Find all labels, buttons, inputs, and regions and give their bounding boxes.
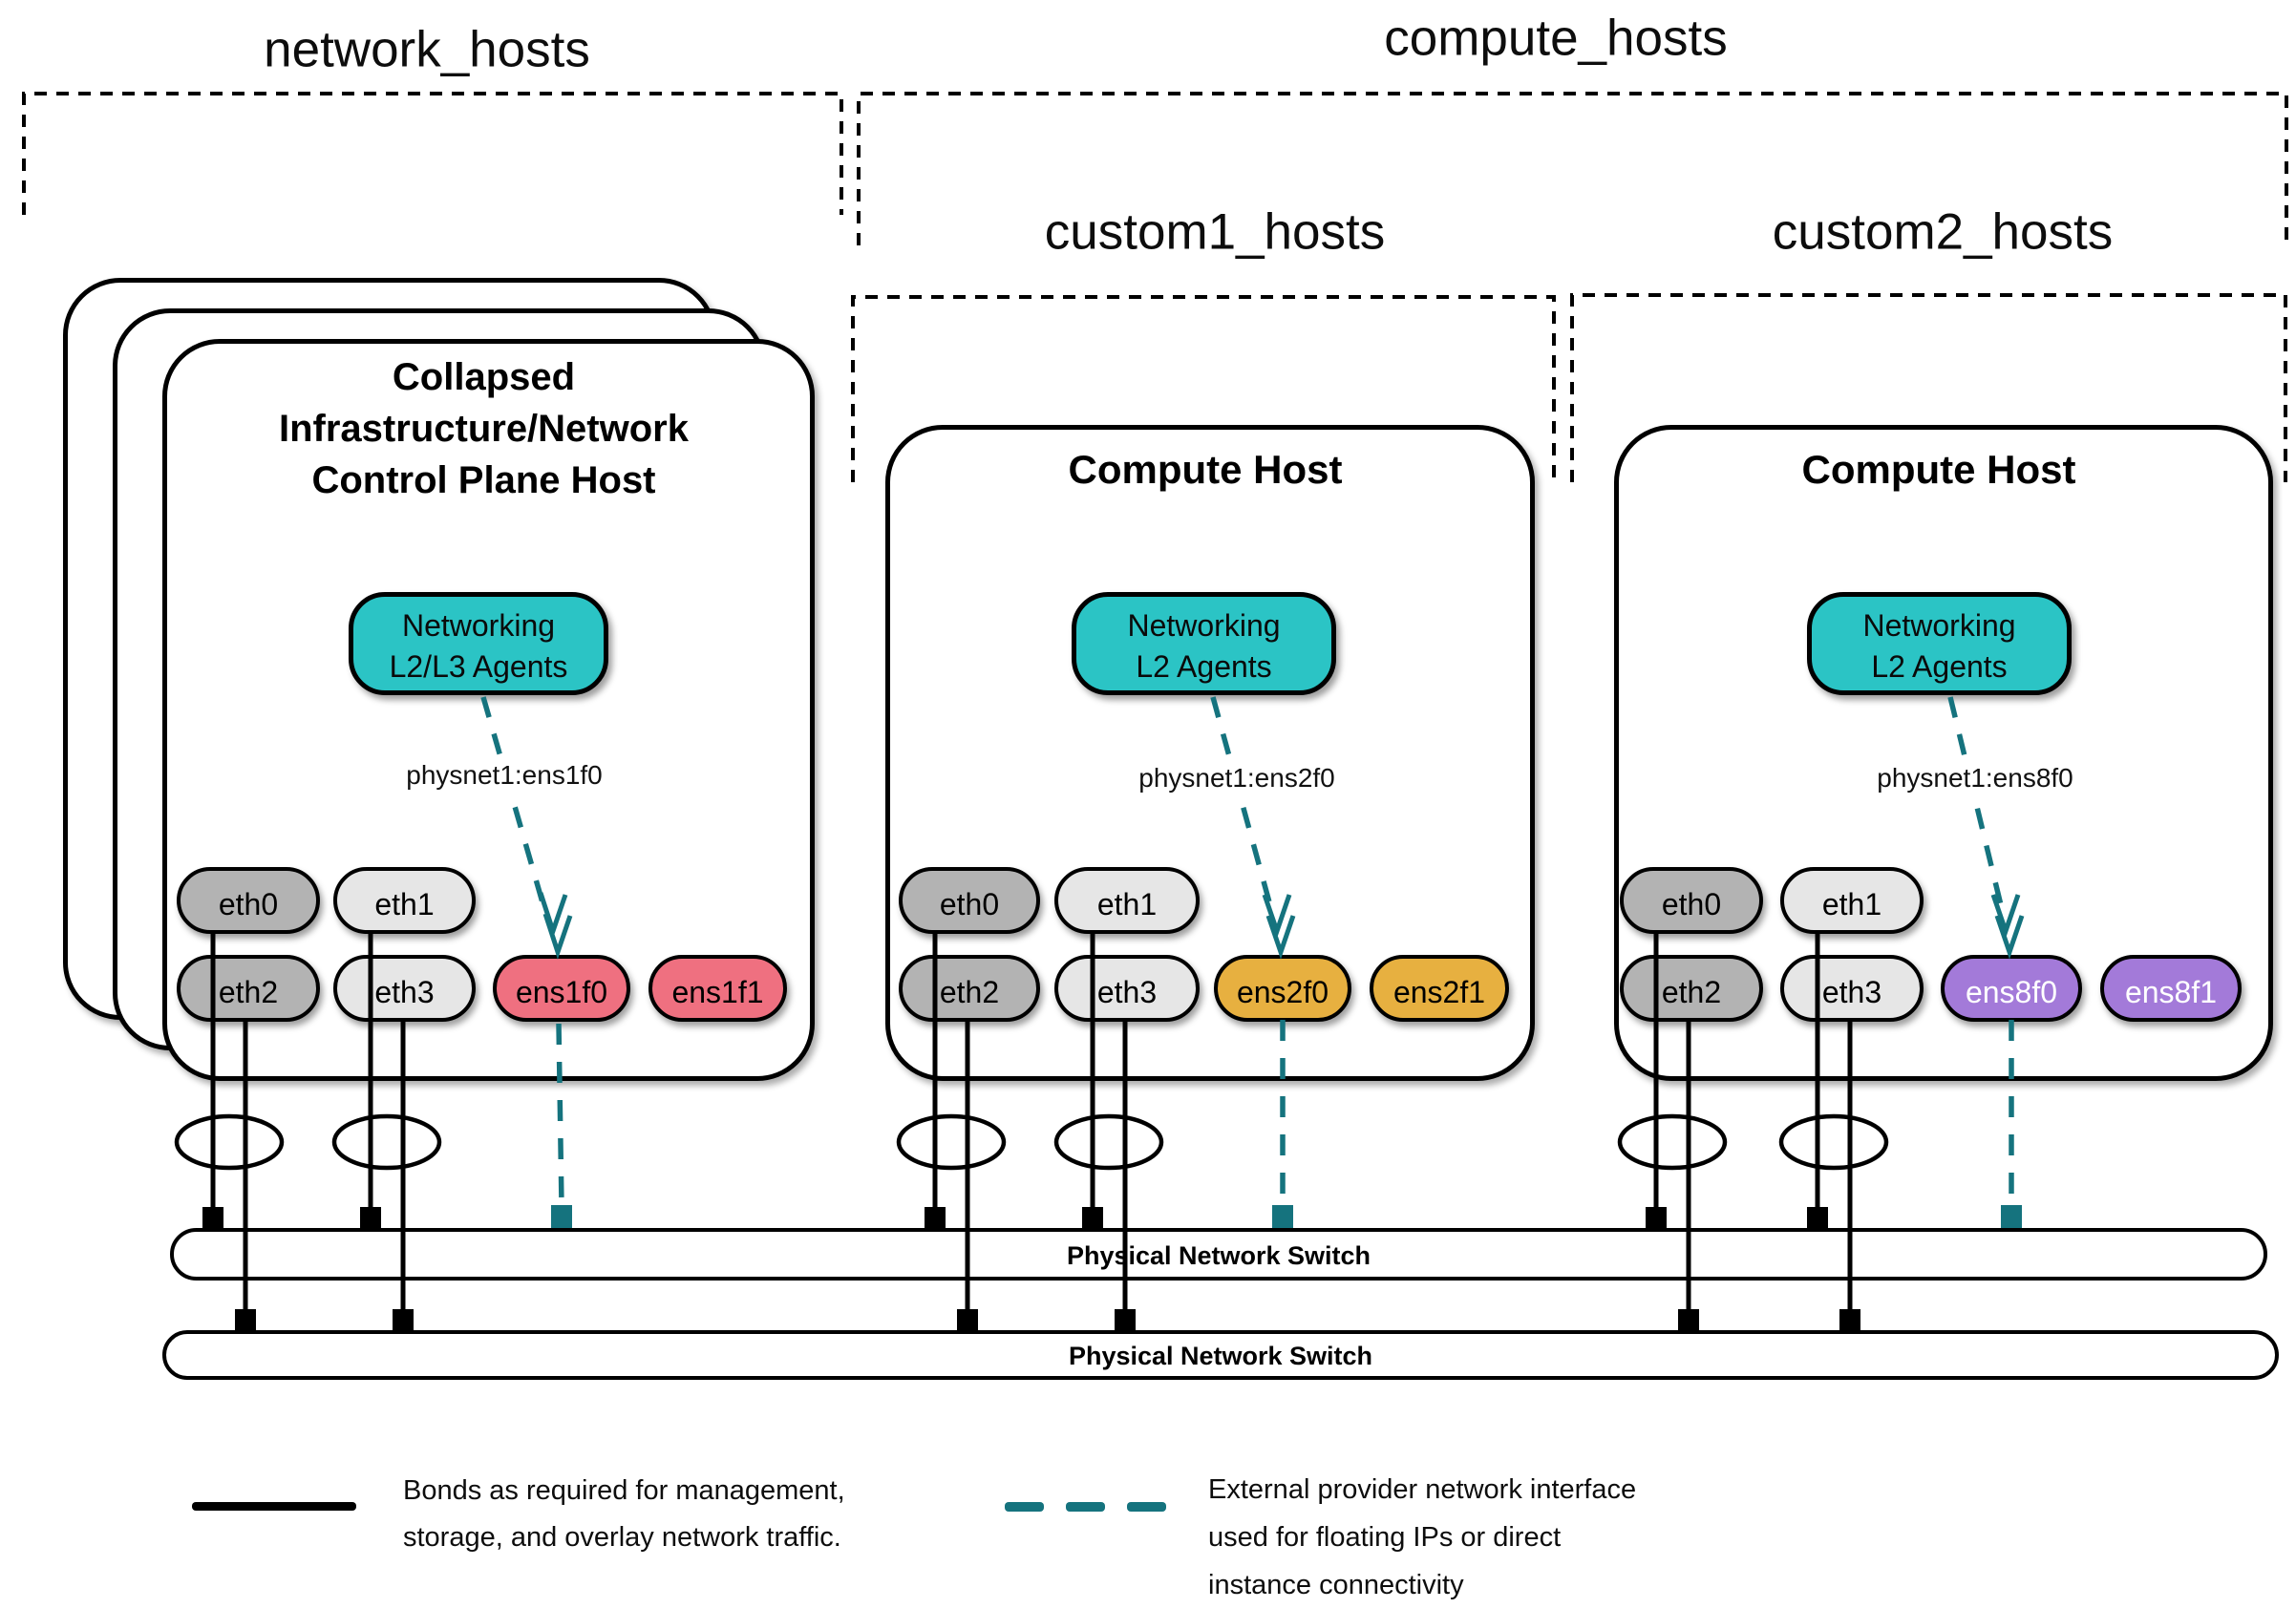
host2-nic-eth1: eth1 (1054, 867, 1200, 934)
legend-provider-text: External provider network interface used… (1208, 1466, 1636, 1609)
host3-nic-eth0: eth0 (1620, 867, 1763, 934)
teal-port-square (551, 1205, 572, 1228)
host3-agent-line1: Networking (1862, 608, 2016, 643)
host1-title: Collapsed Infrastructure/Network Control… (162, 351, 805, 506)
host1-agent-line1: Networking (401, 608, 556, 643)
host1-title-line1: Collapsed (392, 356, 576, 398)
group-label-custom1-hosts: custom1_hosts (1044, 203, 1386, 261)
host1-title-line2: Infrastructure/Network (279, 408, 689, 450)
bond-ellipses (174, 1113, 1889, 1171)
host3-bond1-ellipse (1617, 1113, 1728, 1171)
group-label-network-hosts: network_hosts (264, 21, 590, 78)
legend-provider-text-line3: instance connectivity (1208, 1570, 1464, 1600)
host2-nic-eth0: eth0 (899, 867, 1040, 934)
host3-agent-line2: L2 Agents (1871, 649, 2008, 684)
legend-bond-line-sample (192, 1502, 356, 1511)
host2-nic-eth3: eth3 (1054, 955, 1200, 1022)
host3-nic-eth2: eth2 (1620, 955, 1763, 1022)
port-square (1646, 1207, 1667, 1228)
legend-bond-text-line2: storage, and overlay network traffic. (403, 1522, 841, 1553)
physical-network-switch-2: Physical Network Switch (162, 1330, 2279, 1380)
legend-provider-text-line2: used for floating IPs or direct (1208, 1522, 1562, 1553)
host2-physnet-label: physnet1:ens2f0 (1133, 762, 1341, 794)
teal-port-square (1272, 1205, 1293, 1228)
group-label-compute-hosts: compute_hosts (1384, 10, 1728, 67)
legend-provider-text-line1: External provider network interface (1208, 1474, 1637, 1505)
host2-agent-box: Networking L2 Agents (1072, 592, 1336, 695)
host3-nic-eth1: eth1 (1780, 867, 1924, 934)
host3-title: Compute Host (1614, 447, 2264, 493)
host1-nic-ens1f0: ens1f0 (493, 955, 630, 1022)
port-square (1678, 1309, 1699, 1330)
host1-nic-eth2: eth2 (177, 955, 320, 1022)
port-square (360, 1207, 381, 1228)
group-label-custom2-hosts: custom2_hosts (1772, 203, 2114, 261)
host2-title-line1: Compute Host (1068, 447, 1343, 492)
host2-nic-eth2: eth2 (899, 955, 1040, 1022)
host3-nic-ens8f0: ens8f0 (1941, 955, 2082, 1022)
port-square (393, 1309, 414, 1330)
legend-bond-text: Bonds as required for management, storag… (403, 1468, 845, 1561)
provider-port-squares (551, 1205, 2022, 1228)
host1-bond1-ellipse (174, 1113, 285, 1171)
host1-nic-ens1f1: ens1f1 (648, 955, 787, 1022)
host1-nic-eth1: eth1 (333, 867, 476, 934)
switch1-port-squares (202, 1207, 1828, 1228)
host3-nic-eth3: eth3 (1780, 955, 1924, 1022)
host1-nic-eth0: eth0 (177, 867, 320, 934)
port-square (925, 1207, 946, 1228)
teal-dash (1066, 1502, 1105, 1512)
host2-nic-ens2f1: ens2f1 (1370, 955, 1509, 1022)
host3-title-line1: Compute Host (1801, 447, 2076, 492)
teal-port-square (2001, 1205, 2022, 1228)
host1-bond2-ellipse (331, 1113, 442, 1171)
host1-physnet-label: physnet1:ens1f0 (400, 759, 608, 792)
host2-nic-ens2f0: ens2f0 (1214, 955, 1351, 1022)
teal-dash (1127, 1502, 1166, 1512)
host1-nic-eth3: eth3 (333, 955, 476, 1022)
host3-physnet-label: physnet1:ens8f0 (1871, 762, 2079, 794)
host3-nic-ens8f1: ens8f1 (2100, 955, 2242, 1022)
teal-dash (1005, 1502, 1044, 1512)
host1-agent-box: Networking L2/L3 Agents (349, 592, 608, 695)
port-square (957, 1309, 978, 1330)
host2-agent-line1: Networking (1127, 608, 1281, 643)
port-square (1082, 1207, 1103, 1228)
host1-title-line3: Control Plane Host (311, 459, 656, 501)
network-hosts-bracket (22, 92, 843, 215)
switch2-port-squares (235, 1309, 1860, 1330)
host1-agent-line2: L2/L3 Agents (389, 649, 568, 684)
host2-title: Compute Host (885, 447, 1525, 493)
host3-agent-box: Networking L2 Agents (1807, 592, 2072, 695)
port-square (202, 1207, 223, 1228)
legend-provider-line-sample (1005, 1502, 1166, 1512)
port-square (1839, 1309, 1860, 1330)
legend-bond-text-line1: Bonds as required for management, (403, 1475, 845, 1506)
host2-bond1-ellipse (896, 1113, 1007, 1171)
port-square (1115, 1309, 1136, 1330)
port-square (1807, 1207, 1828, 1228)
port-square (235, 1309, 256, 1330)
physical-network-switch-1: Physical Network Switch (170, 1228, 2267, 1281)
host2-agent-line2: L2 Agents (1136, 649, 1272, 684)
host3-bond2-ellipse (1778, 1113, 1889, 1171)
host2-bond2-ellipse (1053, 1113, 1164, 1171)
